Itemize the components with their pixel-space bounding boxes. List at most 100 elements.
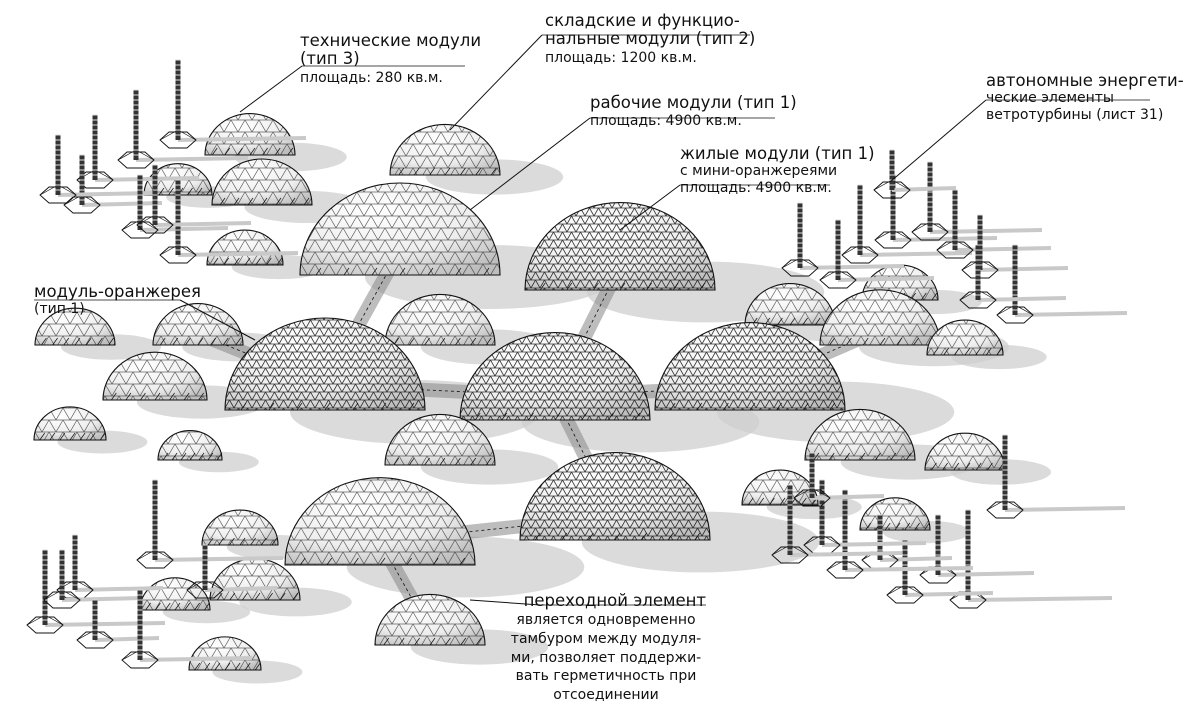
- dome-modules: [33, 113, 1006, 671]
- dome-strut: [931, 462, 937, 471]
- dome-strut: [865, 522, 871, 531]
- dome-strut: [539, 282, 546, 291]
- wind-turbine: [186, 544, 278, 599]
- dome-strut: [180, 452, 187, 461]
- dome-outline: [819, 289, 941, 346]
- geodesic-dome: [374, 593, 486, 646]
- geodesic-dome: [389, 123, 501, 176]
- energy-ref: ветротурбины (лист 31): [986, 107, 1164, 124]
- dome-strut: [171, 452, 178, 461]
- dome-lattice: [207, 230, 283, 265]
- turbine-mast: [819, 480, 825, 545]
- dome-strut: [455, 267, 462, 276]
- dome-strut: [292, 592, 299, 601]
- dome-strut: [184, 602, 191, 611]
- geodesic-dome: [33, 406, 107, 441]
- dome-lattice: [520, 452, 710, 540]
- dome-lattice: [212, 159, 312, 205]
- turbine-mast: [797, 203, 803, 268]
- residential-sub: с мини-оранжереями: [680, 163, 838, 180]
- geodesic-dome: [284, 477, 476, 566]
- dome-strut: [187, 187, 193, 196]
- geodesic-dome: [924, 432, 1006, 471]
- turbine-brace: [826, 559, 846, 571]
- dome-lattice: [742, 470, 818, 505]
- label-residential-modules: жилые модули (тип 1) с мини-оранжереями …: [680, 144, 875, 197]
- turbine-brace: [979, 259, 999, 271]
- dome-strut: [646, 282, 652, 291]
- leader-line: [889, 99, 987, 183]
- turbine-mast: [877, 515, 883, 560]
- turbine-brace: [43, 589, 63, 601]
- transition-line-4: вать герметичность при: [515, 668, 697, 685]
- turbine-brace: [154, 549, 174, 561]
- dome-strut: [669, 402, 676, 411]
- dome-strut: [694, 532, 701, 541]
- dome-strut: [158, 187, 165, 196]
- dome-lattice: [525, 202, 715, 290]
- wind-turbine: [771, 484, 903, 564]
- dome-lattice: [205, 113, 295, 155]
- geodesic-dome: [384, 413, 496, 466]
- dome-strut: [828, 452, 835, 461]
- dome-strut: [424, 337, 430, 346]
- turbine-shadow: [977, 296, 1067, 302]
- residential-title: жилые модули (тип 1): [680, 144, 875, 163]
- dome-outline: [224, 317, 426, 411]
- turbine-shadow: [789, 551, 903, 557]
- geodesic-dome: [299, 182, 501, 276]
- turbine-mast: [92, 115, 98, 180]
- geodesic-dome: [201, 509, 279, 546]
- turbine-brace: [892, 229, 912, 241]
- turbine-shadow: [61, 596, 143, 602]
- turbine-brace: [44, 614, 64, 626]
- dome-outline: [284, 477, 476, 566]
- geodesic-dome: [804, 408, 916, 461]
- dome-strut: [194, 662, 201, 671]
- dome-strut: [789, 317, 796, 326]
- dome-strut: [371, 267, 378, 276]
- greenhouse-type: (тип 1): [34, 301, 85, 318]
- dome-strut: [439, 337, 446, 346]
- turbine-shadow: [967, 596, 1113, 602]
- dome-outline: [34, 307, 116, 346]
- turbine-brace: [803, 534, 823, 546]
- dome-strut: [89, 432, 96, 441]
- dome-strut: [159, 337, 166, 346]
- dome-strut: [829, 337, 835, 346]
- turbine-brace: [117, 149, 137, 161]
- dome-strut: [460, 167, 466, 176]
- dome-strut: [235, 337, 242, 346]
- dome-strut: [593, 282, 599, 291]
- dome-strut: [399, 267, 406, 276]
- dome-strut: [429, 167, 435, 176]
- turbine-brace: [186, 579, 206, 591]
- dome-strut: [607, 412, 614, 421]
- dome-strut: [667, 532, 674, 541]
- dome-strut: [802, 402, 809, 411]
- dome-strut: [242, 592, 248, 601]
- wind-turbine: [919, 514, 1035, 584]
- dome-outline: [211, 158, 313, 206]
- turbine-brace: [771, 544, 791, 556]
- dome-strut: [239, 537, 246, 546]
- dome-strut: [224, 662, 231, 671]
- dome-lattice: [460, 332, 650, 420]
- dome-strut: [260, 537, 267, 546]
- dome-strut: [975, 462, 982, 471]
- dome-strut: [987, 462, 993, 471]
- dome-outline: [152, 303, 244, 346]
- geodesic-dome: [152, 303, 244, 346]
- geodesic-dome: [188, 636, 262, 671]
- turbine-shadow: [44, 621, 166, 627]
- dome-strut: [859, 452, 866, 461]
- dome-strut: [274, 147, 281, 156]
- dome-strut: [996, 347, 1003, 356]
- turbine-mast: [137, 175, 143, 230]
- dome-lattice: [805, 409, 915, 460]
- dome-strut: [802, 317, 808, 326]
- dome-lattice: [820, 289, 940, 345]
- wind-turbine: [873, 149, 957, 199]
- dome-strut: [932, 347, 939, 356]
- dome-strut: [475, 167, 482, 176]
